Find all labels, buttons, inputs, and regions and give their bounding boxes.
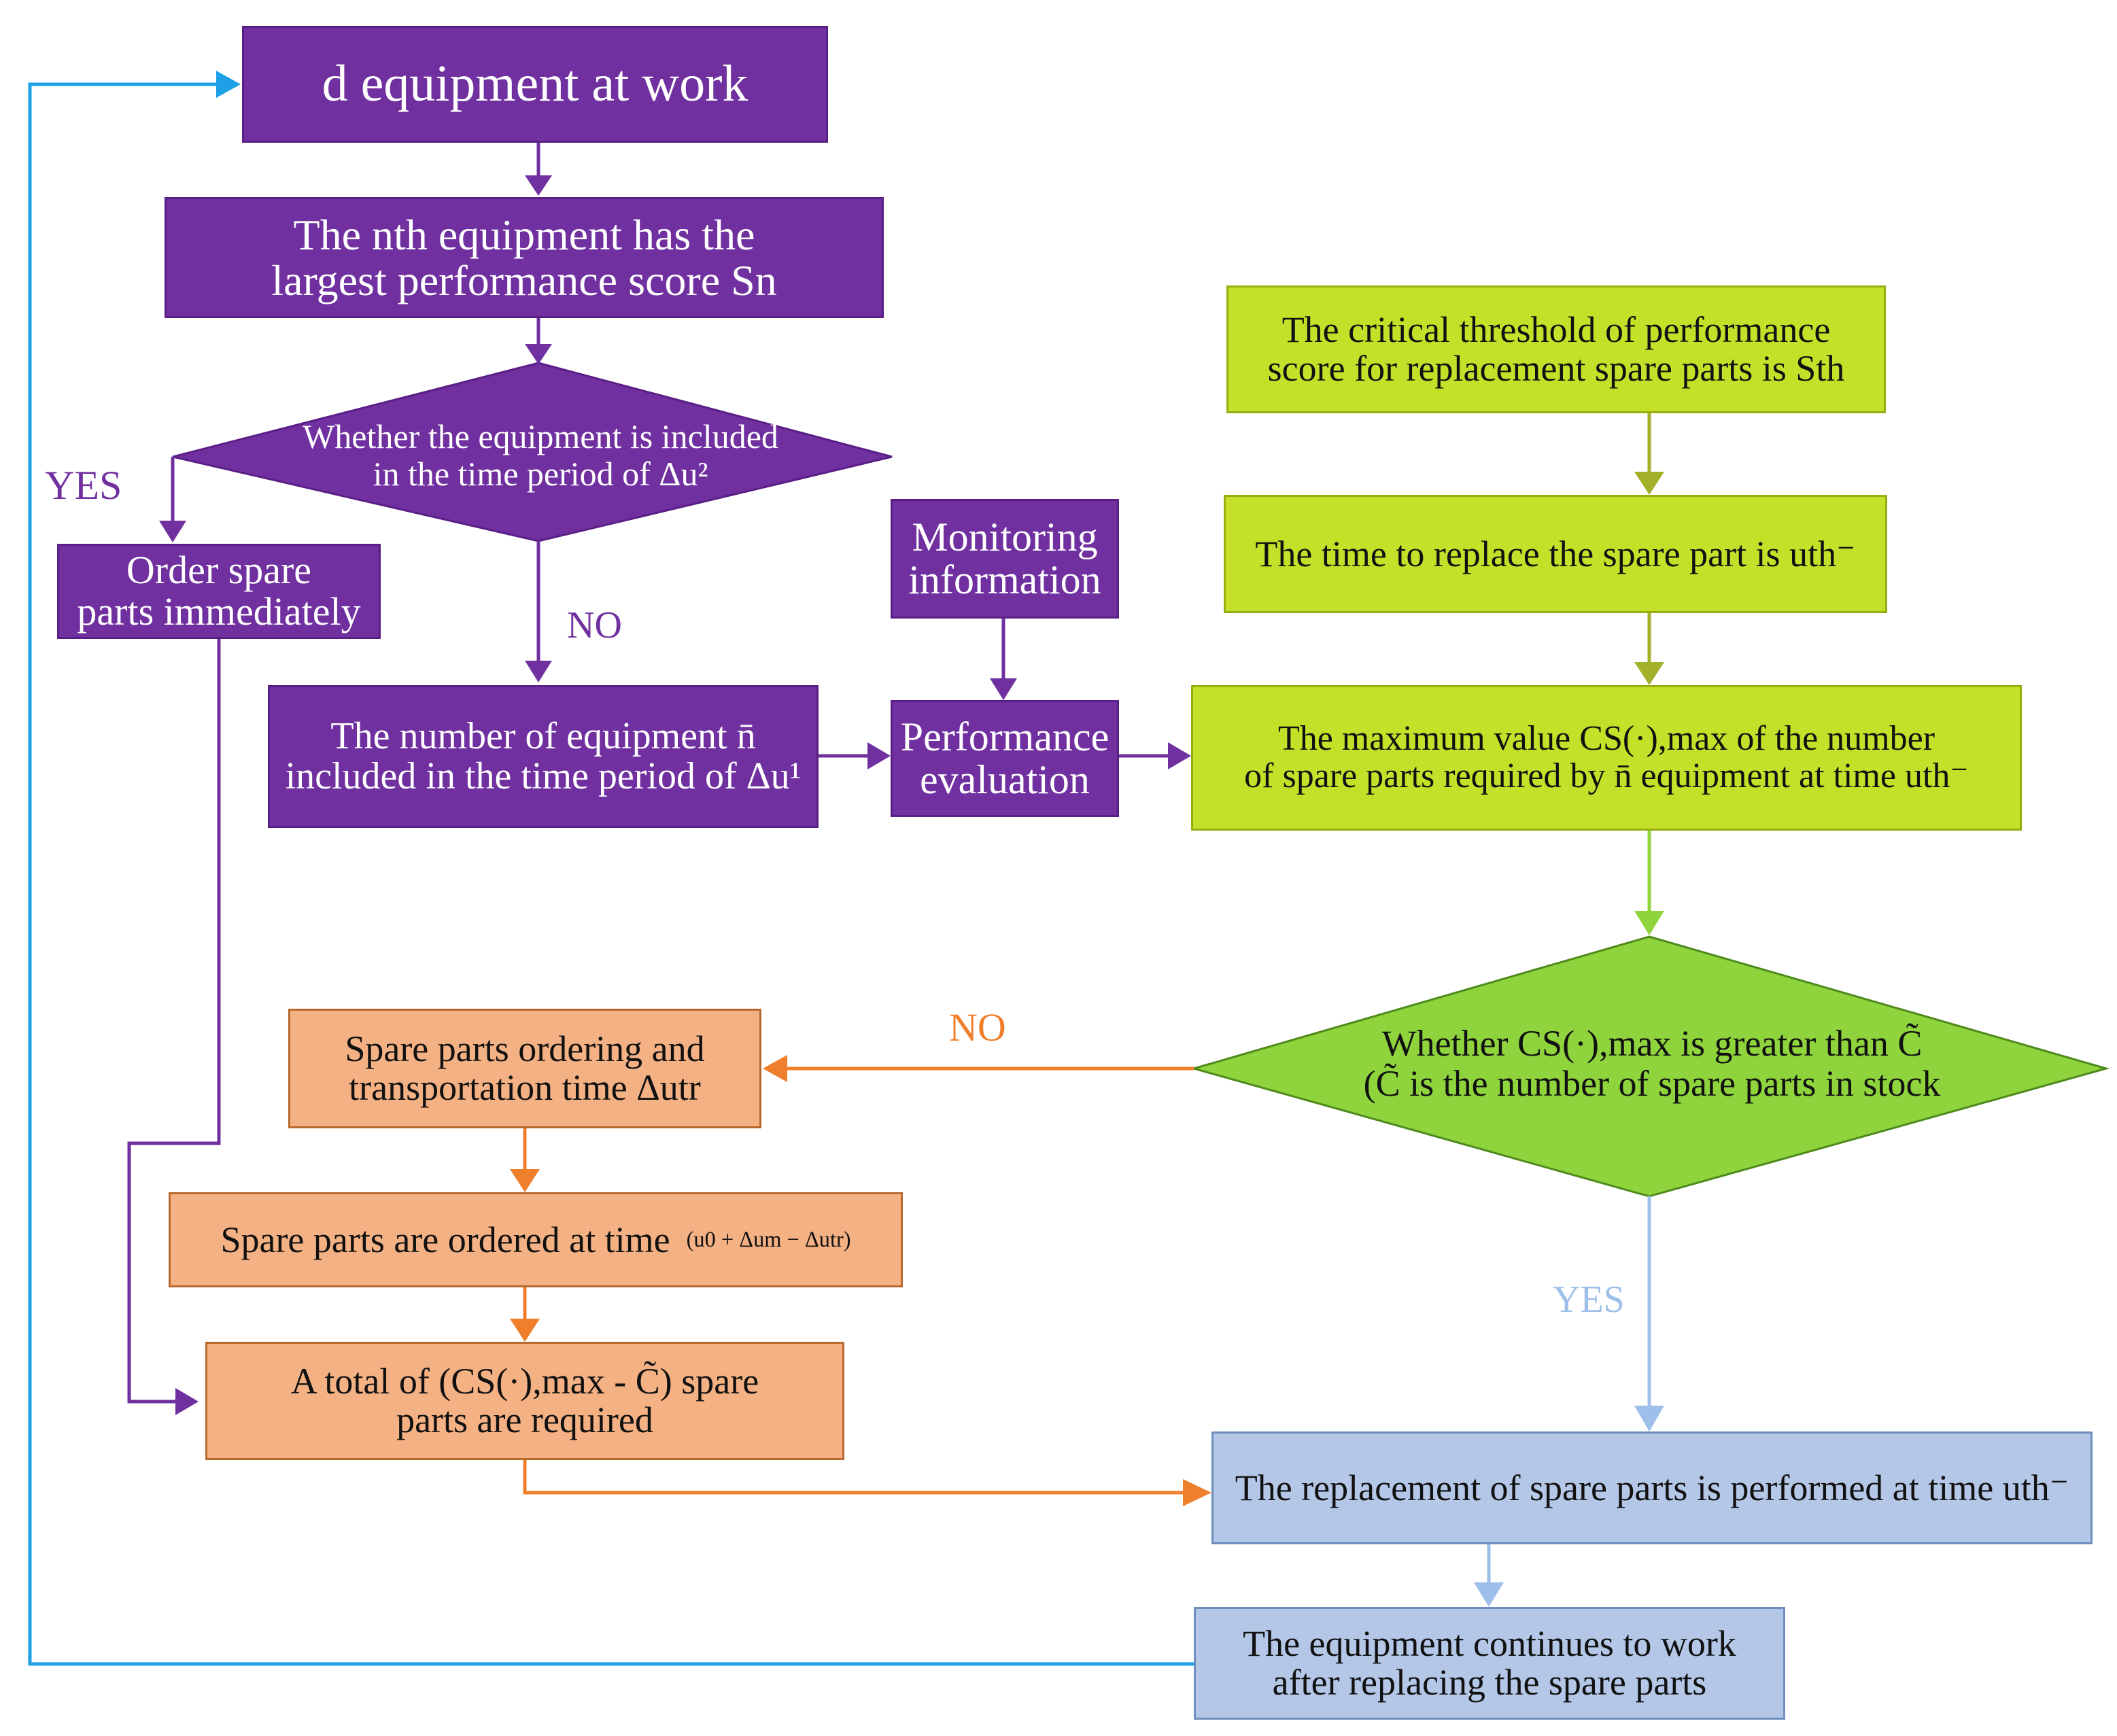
arrowheads-orange	[510, 1055, 1211, 1506]
node-largest-score-line1: The nth equipment has the	[293, 210, 755, 259]
arrow-feedback-loop	[28, 82, 1194, 1666]
node-ordered-at-time-formula: (u0 + Δum − Δutr)	[686, 1227, 851, 1252]
node-monitoring-information: Monitoring information	[891, 499, 1119, 619]
node-order-immediately-line2: parts immediately	[77, 589, 361, 633]
node-critical-threshold-line1: The critical threshold of performance	[1281, 309, 1831, 351]
label-no-orange: NO	[949, 1005, 1006, 1049]
decision-stock-line1: Whether CS(·),max is greater than C̃	[1381, 1022, 1923, 1064]
arrowhead-feedback-loop	[216, 71, 241, 98]
node-largest-score: The nth equipment has the largest perfor…	[165, 197, 884, 318]
node-critical-threshold-line2: score for replacement spare parts is Sth	[1267, 348, 1845, 389]
arrows-blue	[1487, 1196, 1651, 1586]
node-equipment-count-line2: included in the time period of Δu¹	[285, 755, 802, 797]
node-equipment-at-work: d equipment at work	[242, 26, 828, 143]
node-maximum-value: The maximum value CS(·),max of the numbe…	[1191, 685, 2022, 831]
node-ordering-transport-line1: Spare parts ordering and	[345, 1028, 705, 1070]
label-yes-blue: YES	[1553, 1279, 1625, 1321]
node-maximum-value-line1: The maximum value CS(·),max of the numbe…	[1277, 719, 1935, 759]
decision-stock-line2: (C̃ is the number of spare parts in stoc…	[1363, 1063, 1941, 1104]
decision-inclusion-line2: in the time period of Δu²	[373, 455, 708, 493]
node-performance-line1: Performance	[900, 714, 1109, 759]
node-equipment-count-line1: The number of equipment n̄	[330, 715, 756, 758]
arrows-purple	[127, 143, 1172, 1404]
node-replace-time: The time to replace the spare part is ut…	[1224, 495, 1887, 613]
node-critical-threshold: The critical threshold of performance sc…	[1226, 285, 1886, 413]
arrowheads-blue	[1474, 1406, 1664, 1607]
decision-inclusion-text: Whether the equipment is included in the…	[258, 408, 823, 503]
node-ordered-at-time: Spare parts are ordered at time (u0 + Δu…	[169, 1192, 903, 1287]
arrows-orange	[523, 1066, 1194, 1495]
node-equipment-count: The number of equipment n̄ included in t…	[268, 685, 819, 828]
node-maximum-value-line2: of spare parts required by n̄ equipment …	[1244, 757, 1969, 795]
node-monitoring-line2: information	[908, 557, 1101, 602]
node-ordering-transport: Spare parts ordering and transportation …	[288, 1009, 761, 1128]
node-monitoring-line1: Monitoring	[912, 515, 1098, 559]
node-replacement-performed: The replacement of spare parts is perfor…	[1211, 1431, 2093, 1544]
node-largest-score-line2: largest performance score Sn	[271, 256, 777, 305]
decision-inclusion-line1: Whether the equipment is included	[303, 417, 778, 455]
node-continue-work-line2: after replacing the spare parts	[1272, 1662, 1707, 1703]
node-ordering-transport-line2: transportation time Δutr	[349, 1067, 701, 1108]
node-order-immediately-line1: Order spare	[126, 548, 312, 593]
label-yes-left: YES	[45, 463, 122, 508]
node-continue-work-line1: The equipment continues to work	[1243, 1623, 1736, 1665]
label-no-center: NO	[567, 604, 622, 646]
node-total-required: A total of (CS(·),max - C̃) spare parts …	[205, 1342, 844, 1460]
node-continue-work: The equipment continues to work after re…	[1194, 1607, 1785, 1720]
decision-stock-text: Whether CS(·),max is greater than C̃ (C̃…	[1312, 1013, 1992, 1115]
node-total-required-line2: parts are required	[396, 1400, 653, 1440]
node-order-immediately: Order spare parts immediately	[57, 544, 381, 639]
node-replacement-performed-text: The replacement of spare parts is perfor…	[1235, 1467, 2069, 1508]
node-replace-time-text: The time to replace the spare part is ut…	[1255, 533, 1856, 574]
arrowhead-green	[1634, 911, 1664, 935]
arrowheads-purple	[159, 175, 1191, 1415]
node-total-required-line1: A total of (CS(·),max - C̃) spare	[290, 1361, 759, 1402]
node-performance-evaluation: Performance evaluation	[891, 700, 1119, 817]
arrowheads-olive	[1634, 472, 1664, 685]
node-performance-line2: evaluation	[920, 757, 1090, 802]
node-equipment-at-work-text: d equipment at work	[322, 55, 748, 113]
node-ordered-at-time-text: Spare parts are ordered at time	[220, 1219, 670, 1260]
